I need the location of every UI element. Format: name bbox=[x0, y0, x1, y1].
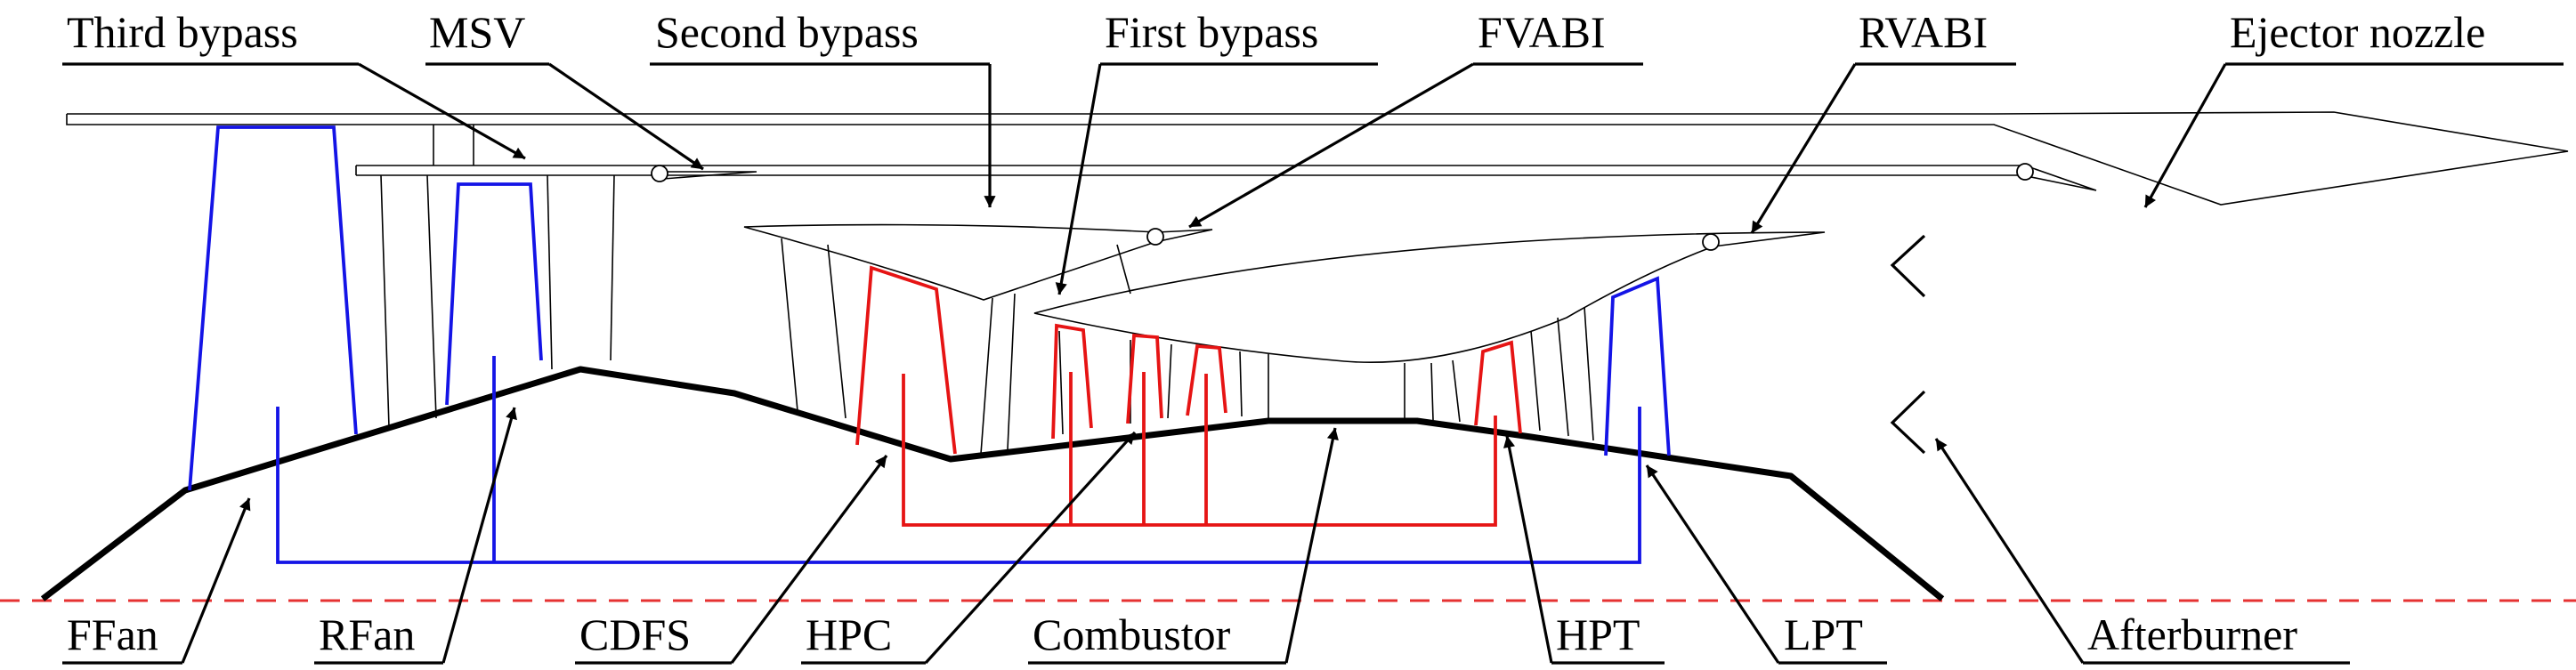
label-ejector-nozzle: Ejector nozzle bbox=[2230, 7, 2485, 57]
msv-valve bbox=[659, 171, 757, 180]
label-rfan: RFan bbox=[319, 609, 415, 659]
ejector-hinge bbox=[2016, 163, 2034, 181]
top-labels: Third bypass MSV Second bypass First byp… bbox=[62, 7, 2564, 295]
label-hpt: HPT bbox=[1556, 609, 1640, 659]
label-msv: MSV bbox=[429, 7, 525, 57]
label-afterburner: Afterburner bbox=[2087, 609, 2297, 659]
msv-hinge bbox=[651, 165, 668, 182]
core-hub bbox=[40, 366, 1945, 601]
label-rvabi: RVABI bbox=[1859, 7, 1988, 57]
label-lpt: LPT bbox=[1784, 609, 1863, 659]
outer-casing bbox=[66, 111, 2569, 206]
label-ffan: FFan bbox=[67, 609, 158, 659]
label-cdfs: CDFS bbox=[579, 609, 691, 659]
label-combustor: Combustor bbox=[1033, 609, 1231, 659]
struts bbox=[380, 125, 1594, 455]
label-hpc: HPC bbox=[806, 609, 892, 659]
label-fvabi: FVABI bbox=[1478, 7, 1606, 57]
first-bypass-splitter bbox=[1033, 231, 1826, 363]
low-pressure-spool bbox=[188, 125, 1671, 564]
second-bypass-splitter bbox=[743, 223, 1213, 301]
bottom-labels: FFan RFan CDFS HPC Combustor HPT LPT Aft… bbox=[62, 407, 2350, 665]
afterburner-flameholders bbox=[1890, 234, 1926, 455]
label-third-bypass: Third bypass bbox=[67, 7, 298, 57]
high-pressure-spool bbox=[855, 265, 1522, 527]
label-first-bypass: First bypass bbox=[1105, 7, 1318, 57]
label-second-bypass: Second bypass bbox=[655, 7, 919, 57]
